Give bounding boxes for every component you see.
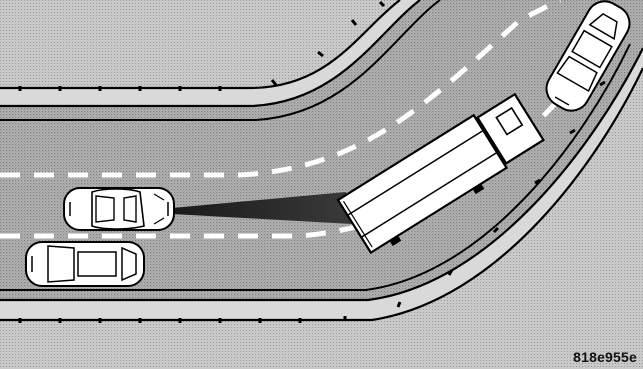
adjacent-lane-car (26, 242, 144, 286)
figure-id-label: 818e955e (573, 349, 637, 365)
ego-car (64, 188, 174, 230)
